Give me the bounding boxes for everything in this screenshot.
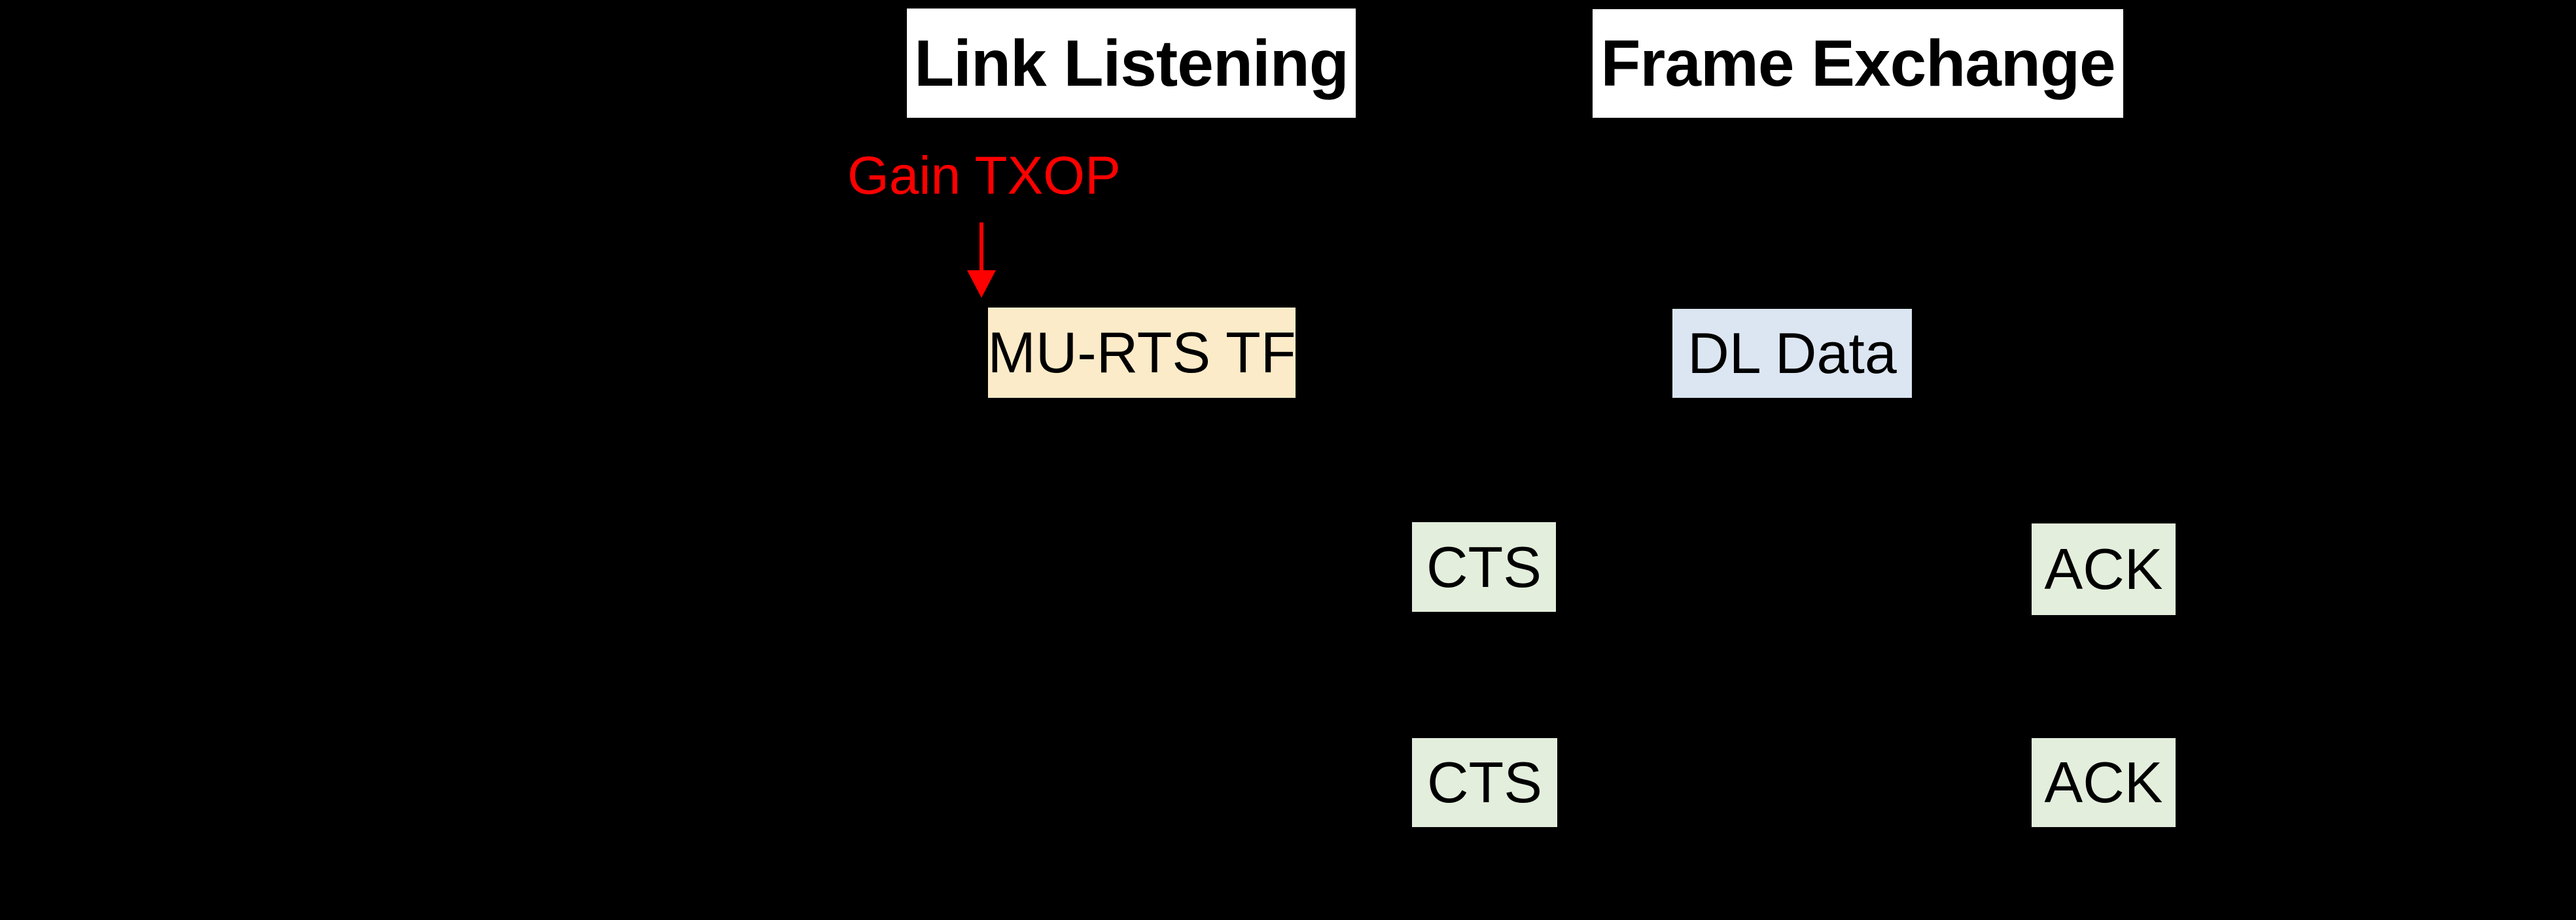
phase-header-frame-exchange-label: Frame Exchange — [1600, 27, 2115, 100]
phase-header-link-listening: Link Listening — [907, 9, 1356, 118]
frame-box-ack-2: ACK — [2032, 738, 2176, 827]
frame-label-ack-2: ACK — [2044, 750, 2163, 815]
frame-box-mu-rts-tf: MU-RTS TF — [988, 308, 1296, 398]
frame-label-dl-data: DL Data — [1687, 321, 1897, 385]
frame-box-cts-1: CTS — [1412, 522, 1556, 612]
phase-header-frame-exchange: Frame Exchange — [1593, 9, 2123, 118]
frame-label-ack-1: ACK — [2044, 537, 2163, 601]
gain-txop-down-arrow-icon — [967, 222, 996, 298]
frame-label-cts-1: CTS — [1426, 534, 1542, 599]
frame-label-mu-rts-tf: MU-RTS TF — [987, 320, 1296, 385]
frame-box-ack-1: ACK — [2032, 523, 2176, 615]
frame-box-cts-2: CTS — [1412, 738, 1557, 827]
annotation-gain-txop-label: Gain TXOP — [847, 146, 1121, 205]
frame-box-dl-data: DL Data — [1672, 309, 1912, 398]
frame-label-cts-2: CTS — [1427, 750, 1542, 815]
phase-header-link-listening-label: Link Listening — [914, 26, 1349, 100]
